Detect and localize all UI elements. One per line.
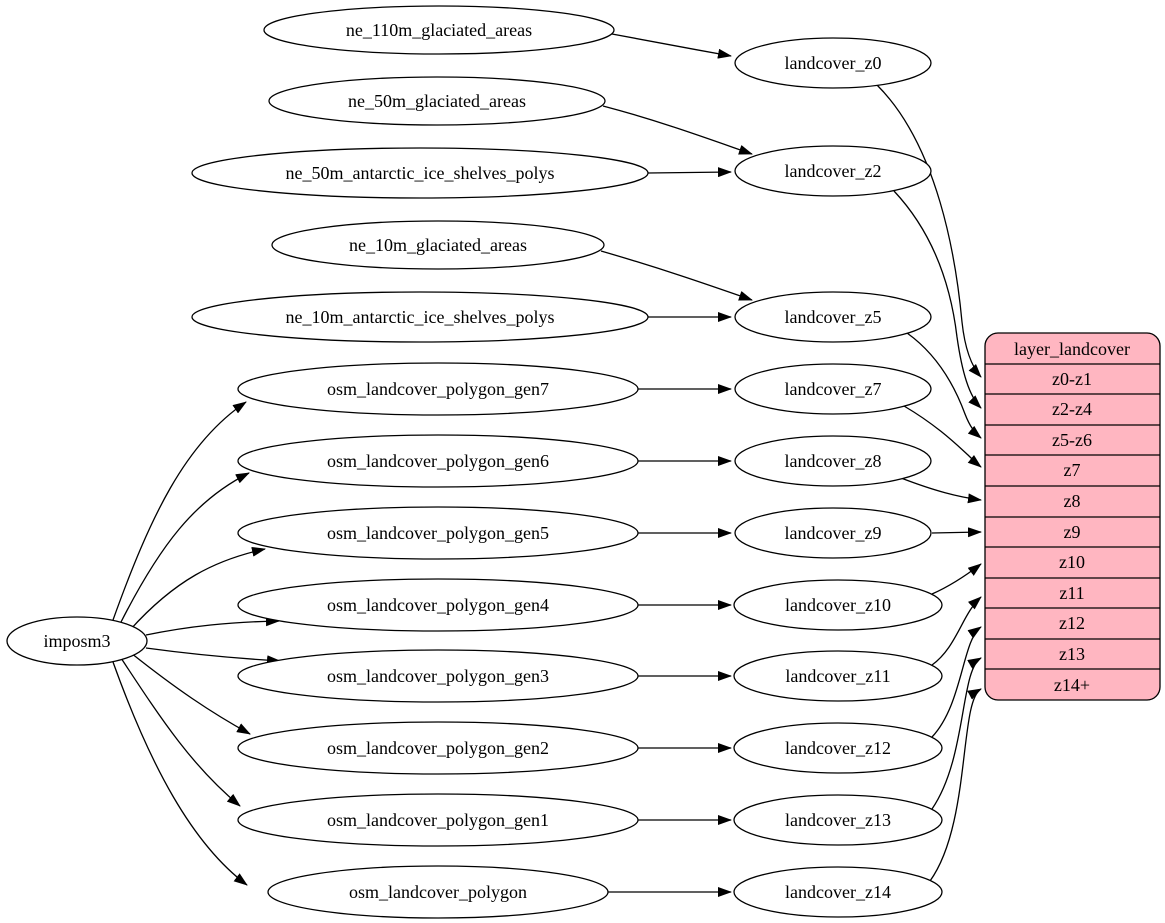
node-ne_50m_glaciated_areas: ne_50m_glaciated_areas <box>268 76 606 126</box>
node-label: osm_landcover_polygon_gen5 <box>327 523 549 543</box>
table-row-z14: z14+ <box>1054 675 1090 695</box>
node-landcover_z8: landcover_z8 <box>734 435 932 487</box>
node-label: landcover_z13 <box>785 810 891 830</box>
edge-imposm3-osm_landcover_polygon_gen1 <box>120 657 241 807</box>
node-label: landcover_z2 <box>785 161 882 181</box>
node-landcover_z0: landcover_z0 <box>734 37 932 89</box>
node-imposm3: imposm3 <box>6 616 148 666</box>
table-row-z7: z7 <box>1064 460 1081 480</box>
node-label: landcover_z14 <box>785 882 891 902</box>
node-label: ne_50m_glaciated_areas <box>348 91 526 111</box>
edge-ne_10m_glaciated_areas-landcover_z5 <box>600 250 753 301</box>
table-row-z12: z12 <box>1059 613 1085 633</box>
edge-imposm3-osm_landcover_polygon_gen2 <box>130 652 251 735</box>
node-ne_50m_antarctic_ice_shelves_polys: ne_50m_antarctic_ice_shelves_polys <box>191 147 649 199</box>
node-osm_landcover_polygon_gen6: osm_landcover_polygon_gen6 <box>237 434 639 488</box>
edge-landcover_z9-row-z9 <box>931 527 982 538</box>
node-label: osm_landcover_polygon_gen3 <box>327 666 549 686</box>
table-row-z10: z10 <box>1059 552 1085 572</box>
table-row-z11: z11 <box>1059 583 1084 603</box>
node-label: osm_landcover_polygon_gen7 <box>327 379 549 399</box>
table-title: layer_landcover <box>1014 339 1130 359</box>
node-label: landcover_z5 <box>785 307 882 327</box>
node-label: landcover_z0 <box>785 53 882 73</box>
node-osm_landcover_polygon_gen2: osm_landcover_polygon_gen2 <box>237 721 639 775</box>
node-label: osm_landcover_polygon_gen4 <box>327 595 549 615</box>
edge-imposm3-osm_landcover_polygon <box>112 661 248 886</box>
table-row-separators <box>985 363 1160 670</box>
edge-imposm3-osm_landcover_polygon_gen4 <box>145 616 280 636</box>
edge-imposm3-osm_landcover_polygon_gen7 <box>112 401 247 621</box>
edge-imposm3-osm_landcover_polygon_gen6 <box>119 472 250 625</box>
table-row-z8: z8 <box>1064 491 1081 511</box>
node-label: ne_50m_antarctic_ice_shelves_polys <box>286 163 555 183</box>
node-label: imposm3 <box>43 631 110 651</box>
edge-landcover_z5-row-z5-z6 <box>906 332 982 439</box>
node-label: landcover_z10 <box>785 595 891 615</box>
node-landcover_z5: landcover_z5 <box>734 291 932 343</box>
node-osm_landcover_polygon_gen7: osm_landcover_polygon_gen7 <box>237 362 639 416</box>
node-landcover_z11: landcover_z11 <box>733 650 943 702</box>
edge-imposm3-osm_landcover_polygon_gen5 <box>129 546 266 631</box>
edge-landcover_z8-row-z8 <box>900 477 982 504</box>
edges <box>112 33 982 897</box>
edge-ne_50m_antarctic_ice_shelves_polys-landcover_z2 <box>647 167 732 178</box>
node-osm_landcover_polygon_gen1: osm_landcover_polygon_gen1 <box>237 793 639 847</box>
node-label: osm_landcover_polygon <box>349 882 527 902</box>
edge-imposm3-osm_landcover_polygon_gen3 <box>145 647 281 666</box>
table-row-z13: z13 <box>1059 644 1085 664</box>
node-label: landcover_z9 <box>785 523 882 543</box>
node-landcover_z9: landcover_z9 <box>734 507 932 559</box>
node-osm_landcover_polygon_gen4: osm_landcover_polygon_gen4 <box>237 578 639 632</box>
table-row-z0-z1: z0-z1 <box>1052 369 1092 389</box>
node-ne_10m_glaciated_areas: ne_10m_glaciated_areas <box>271 220 605 270</box>
table-row-z9: z9 <box>1064 522 1081 542</box>
edge-landcover_z11-row-z11 <box>931 596 982 666</box>
edge-landcover_z13-row-z13 <box>931 657 982 810</box>
node-ne_110m_glaciated_areas: ne_110m_glaciated_areas <box>263 5 615 55</box>
node-label: ne_110m_glaciated_areas <box>346 20 532 40</box>
node-osm_landcover_polygon: osm_landcover_polygon <box>267 865 609 919</box>
node-osm_landcover_polygon_gen3: osm_landcover_polygon_gen3 <box>237 649 639 703</box>
node-label: landcover_z7 <box>785 379 882 399</box>
node-landcover_z14: landcover_z14 <box>733 866 943 918</box>
edge-landcover_z14-row-z14 <box>929 688 982 882</box>
edge-landcover_z2-row-z2-z4 <box>893 190 982 409</box>
node-label: ne_10m_antarctic_ice_shelves_polys <box>286 307 555 327</box>
edge-landcover_z12-row-z12 <box>931 626 982 738</box>
node-ne_10m_antarctic_ice_shelves_polys: ne_10m_antarctic_ice_shelves_polys <box>191 291 649 343</box>
node-label: landcover_z11 <box>785 666 890 686</box>
node-osm_landcover_polygon_gen5: osm_landcover_polygon_gen5 <box>237 506 639 560</box>
node-label: osm_landcover_polygon_gen6 <box>327 451 549 471</box>
table-row-z5-z6: z5-z6 <box>1052 430 1092 450</box>
edge-landcover_z10-row-z10 <box>931 563 982 595</box>
table-layer_landcover: layer_landcover z0-z1 z2-z4 z5-z6 z7 z8 … <box>984 332 1161 701</box>
table-row-z2-z4: z2-z4 <box>1052 399 1092 419</box>
node-landcover_z10: landcover_z10 <box>733 579 943 631</box>
edge-ne_110m_glaciated_areas-landcover_z0 <box>611 33 732 59</box>
edge-landcover_z7-row-z7 <box>903 405 982 468</box>
node-label: landcover_z8 <box>785 451 882 471</box>
node-label: ne_10m_glaciated_areas <box>349 235 527 255</box>
edge-ne_50m_glaciated_areas-landcover_z2 <box>602 105 753 155</box>
node-landcover_z2: landcover_z2 <box>734 145 932 197</box>
node-label: osm_landcover_polygon_gen2 <box>327 738 549 758</box>
node-landcover_z12: landcover_z12 <box>733 722 943 774</box>
node-landcover_z7: landcover_z7 <box>734 363 932 415</box>
node-landcover_z13: landcover_z13 <box>733 794 943 846</box>
node-label: landcover_z12 <box>785 738 891 758</box>
node-label: osm_landcover_polygon_gen1 <box>327 810 549 830</box>
edge-landcover_z0-row-z0-z1 <box>876 84 982 378</box>
